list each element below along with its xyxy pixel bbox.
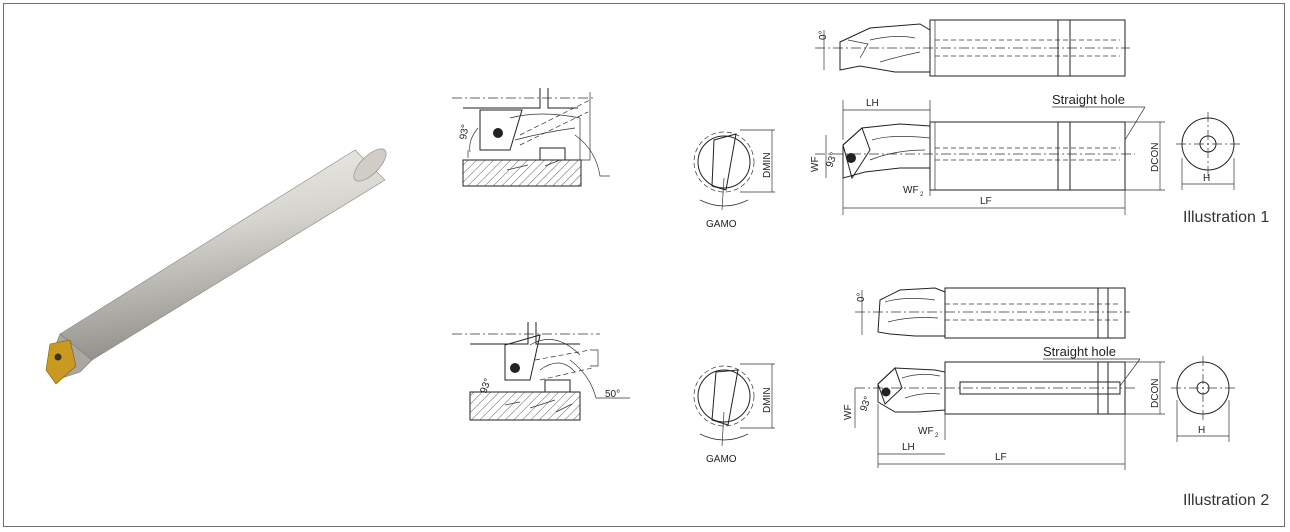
ill2-wf2-label: WF [918, 426, 934, 437]
ill1-gamo-label: GAMO [706, 219, 737, 230]
ill2-top-view: 0° [855, 287, 1130, 339]
ill1-top-angle-label: 0° [818, 30, 829, 40]
ill1-lf-label: LF [980, 196, 992, 207]
ill2-gamo-label: GAMO [706, 454, 737, 465]
application-sketch-2: 93° 50° [452, 322, 630, 421]
ill1-lh-label: LH [866, 98, 879, 109]
ill2-wf2-sub: 2 [935, 433, 939, 439]
ill1-wf2-sub: 2 [920, 192, 924, 198]
ill1-dmin-label: DMIN [762, 152, 773, 178]
ill1-side-view: LH LF WF 93° WF 2 Straight hole DCON [810, 92, 1165, 215]
ill2-lf-label: LF [995, 452, 1007, 463]
ill2-dcon-label: DCON [1150, 379, 1161, 408]
ill2-shank-section: H [1171, 356, 1235, 442]
boring-bar-photo [45, 148, 387, 385]
ill2-dmin-label: DMIN [762, 387, 773, 413]
ill2-h-label: H [1198, 425, 1205, 436]
ill1-top-view: 0° [815, 19, 1130, 77]
ill1-straight-hole-label: Straight hole [1052, 92, 1125, 107]
ill2-wf-label: WF [843, 404, 854, 420]
sketch1-angle-label: 93° [458, 124, 471, 141]
application-sketch-1: 93° [452, 88, 610, 187]
ill1-side-angle-label: 93° [824, 151, 840, 169]
ill2-lh-label: LH [902, 442, 915, 453]
ill1-shank-section: H [1176, 112, 1240, 190]
ill2-side-view: WF 93° WF 2 LH LF Straight hole DCON [843, 344, 1165, 470]
ill1-wf2-label: WF [903, 185, 919, 196]
figure-frame [3, 3, 1285, 527]
ill2-top-angle-label: 0° [856, 292, 867, 302]
ill2-end-view: GAMO DMIN [693, 363, 775, 465]
ill1-h-label: H [1203, 173, 1210, 184]
illustration-1-caption: Illustration 1 [1183, 209, 1269, 226]
illustration-2: GAMO DMIN 0° [693, 287, 1269, 509]
sketch2-angle-label: 93° [478, 377, 494, 395]
sketch2-angle2-label: 50° [605, 389, 620, 400]
ill1-end-view: GAMO DMIN [693, 129, 775, 230]
ill2-side-angle-label: 93° [858, 395, 874, 413]
ill1-dcon-label: DCON [1150, 143, 1161, 172]
ill1-wf-label: WF [810, 156, 821, 172]
illustration-1: GAMO DMIN 0° [693, 19, 1269, 230]
illustration-2-caption: Illustration 2 [1183, 492, 1269, 509]
ill2-straight-hole-label: Straight hole [1043, 344, 1116, 359]
